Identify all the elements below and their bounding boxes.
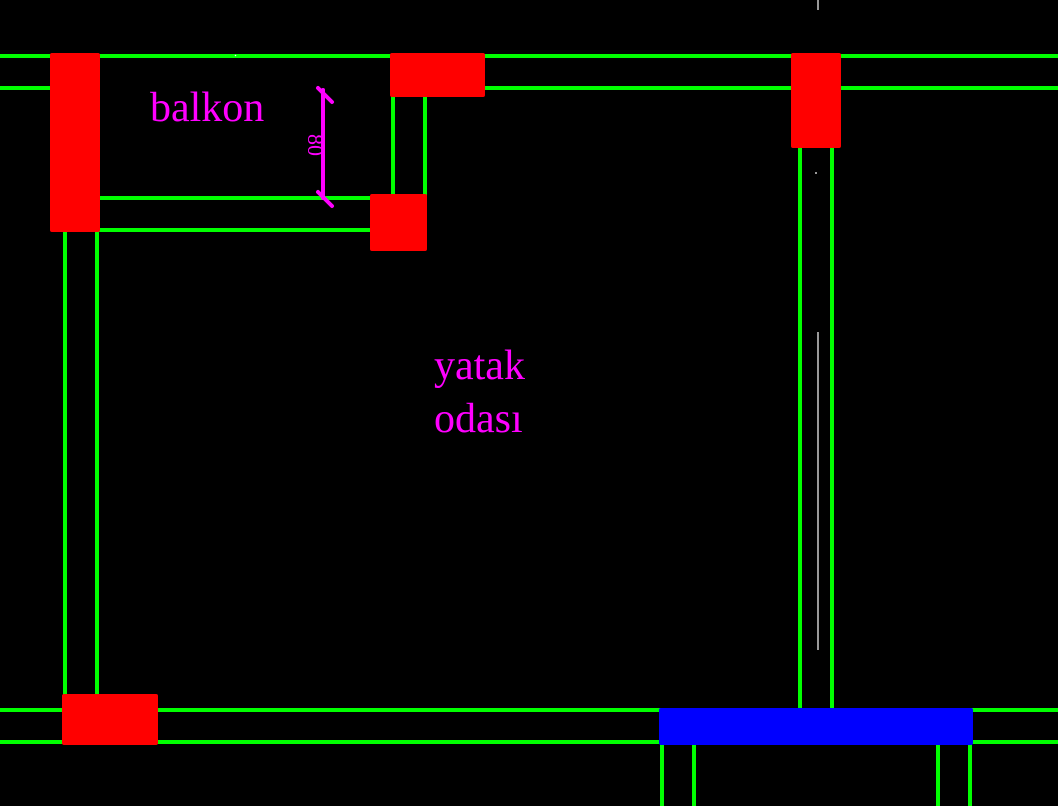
columns [50,53,841,745]
wall-lower-stubs [660,742,972,806]
walls [0,54,1058,806]
column-bottom-left [62,694,158,745]
dimension-80 [316,86,334,208]
guide-lines [234,0,819,650]
column-top-middle [390,53,485,97]
beam-bottom [659,708,973,745]
room-label-odasi: odası [434,396,523,442]
wall-right [798,146,834,710]
room-label-balkon: balkon [150,85,264,131]
column-top-right [791,53,841,148]
wall-top [0,54,1058,90]
column-balcony [370,194,427,251]
column-top-left [50,53,100,232]
wall-left [63,230,99,696]
room-label-yatak: yatak [434,343,525,389]
dimension-label: 80 [303,134,328,156]
wall-balcony-right [391,96,427,196]
